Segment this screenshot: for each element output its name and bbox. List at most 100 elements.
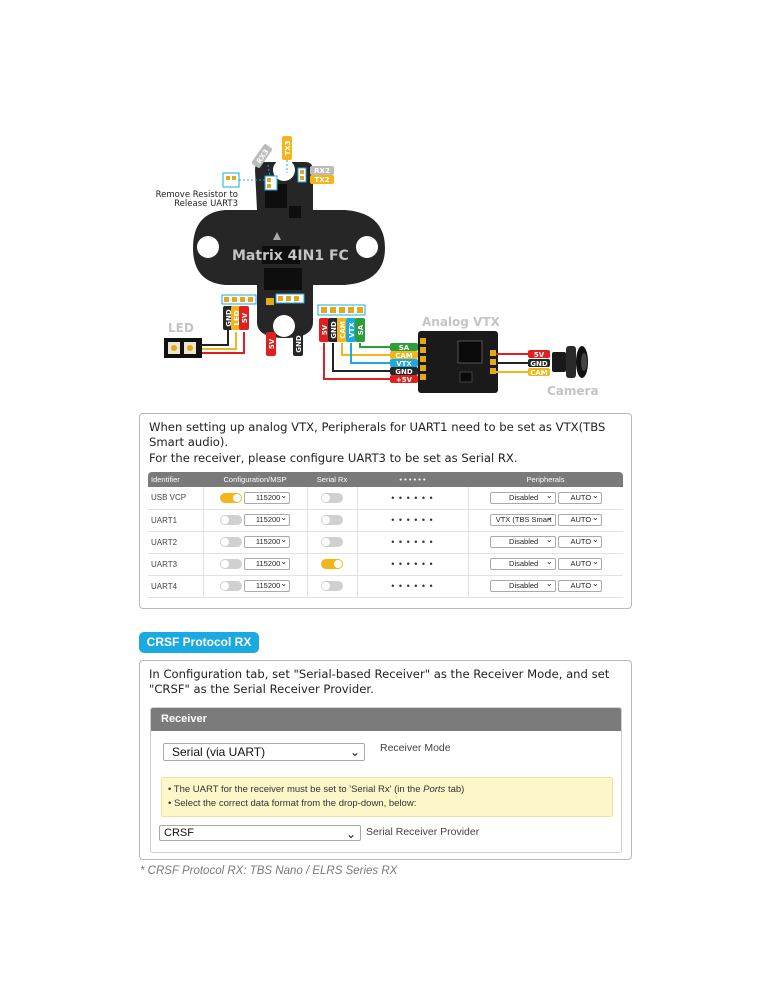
baud-select[interactable]: 115200 <box>244 558 291 570</box>
table-row: USB VCP 115200 • • • • • • Disabled AUTO <box>148 487 623 510</box>
table-row: UART4 115200 • • • • • • Disabled AUTO <box>148 575 623 598</box>
peripheral-select[interactable]: Disabled <box>489 580 556 592</box>
svg-text:SA: SA <box>357 324 365 335</box>
camera-wires: 5V GND CAM <box>496 350 550 377</box>
svg-text:TX2: TX2 <box>314 176 329 184</box>
svg-text:GND: GND <box>530 360 548 368</box>
msp-toggle[interactable] <box>219 559 242 569</box>
dots: • • • • • • <box>357 487 469 510</box>
ports-text-line2: For the receiver, please configure UART3… <box>149 450 518 465</box>
led-pad-5v: 5V <box>239 306 249 330</box>
col-peripherals: Peripherals <box>468 472 623 487</box>
svg-text:5V: 5V <box>268 338 276 349</box>
receiver-instructions-box: In Configuration tab, set "Serial-based … <box>139 660 632 860</box>
peripheral-select[interactable]: Disabled <box>489 536 556 548</box>
ports-text-line1: When setting up analog VTX, Peripherals … <box>149 420 606 450</box>
receiver-panel: Receiver Serial (via UART) ⌄ Receiver Mo… <box>150 707 622 853</box>
auto-select[interactable]: AUTO <box>557 558 602 570</box>
serial-rx-toggle[interactable] <box>321 537 343 547</box>
auto-select[interactable]: AUTO <box>557 536 602 548</box>
camera-title: Camera <box>547 384 599 398</box>
vtx-header-pads <box>317 304 366 316</box>
peripheral-select[interactable]: Disabled <box>489 558 556 570</box>
ports-instructions-box: When setting up analog VTX, Peripherals … <box>139 413 632 609</box>
table-row: UART1 115200 • • • • • • VTX (TBS Smart … <box>148 509 623 532</box>
baud-select[interactable]: 115200 <box>244 514 291 526</box>
rx2-label: RX2 <box>310 166 334 175</box>
serial-rx-toggle[interactable] <box>321 559 343 569</box>
baud-select[interactable]: 115200 <box>244 580 291 592</box>
port-identifier: UART2 <box>148 531 204 554</box>
msp-toggle[interactable] <box>219 581 242 591</box>
resistor-pad <box>222 172 240 188</box>
bottom-pad-gnd: GND <box>293 332 303 356</box>
note-line2: • Select the correct data format from th… <box>168 798 417 809</box>
baud-select[interactable]: 115200 <box>244 536 291 548</box>
led-module <box>164 338 202 358</box>
peripheral-select[interactable]: Disabled <box>489 491 556 504</box>
auto-select[interactable]: AUTO <box>557 491 602 504</box>
auto-select[interactable]: AUTO <box>557 514 602 526</box>
chevron-down-icon: ⌄ <box>349 745 360 759</box>
svg-text:GND: GND <box>395 368 413 376</box>
vtx-pad-5v: 5V <box>319 318 329 342</box>
svg-text:GND: GND <box>330 321 338 339</box>
dots: • • • • • • <box>357 575 469 598</box>
serial-rx-toggle[interactable] <box>321 581 343 591</box>
receiver-text: In Configuration tab, set "Serial-based … <box>149 667 610 697</box>
port-identifier: UART3 <box>148 553 204 576</box>
footnote: * CRSF Protocol RX: TBS Nano / ELRS Seri… <box>140 865 398 877</box>
dots: • • • • • • <box>357 509 469 532</box>
vtx-wires <box>323 343 390 380</box>
peripheral-select[interactable]: VTX (TBS Smart <box>489 514 556 526</box>
flight-controller-board <box>193 159 385 338</box>
msp-toggle[interactable] <box>219 515 242 525</box>
receiver-panel-title: Receiver <box>151 708 621 731</box>
col-identifier: Identifier <box>148 472 203 487</box>
baud-select[interactable]: 115200 <box>244 491 291 504</box>
led-title: LED <box>168 321 194 335</box>
svg-text:SA: SA <box>399 344 410 352</box>
resistor-note-line2: Release UART3 <box>174 199 238 209</box>
camera-icon <box>552 346 588 378</box>
led-pad-led: LED <box>231 306 241 330</box>
svg-text:CAM: CAM <box>339 321 347 339</box>
table-row: UART2 115200 • • • • • • Disabled AUTO <box>148 531 623 554</box>
receiver-note: • The UART for the receiver must be set … <box>161 777 613 817</box>
port-identifier: USB VCP <box>148 487 204 510</box>
bottom-pad-5v: 5V <box>266 332 276 356</box>
serial-rx-toggle[interactable] <box>321 492 343 503</box>
svg-text:LED: LED <box>233 310 241 325</box>
col-hidden: • • • • • • <box>357 472 468 487</box>
msp-toggle[interactable] <box>219 492 242 503</box>
vtx-title: Analog VTX <box>422 315 501 329</box>
vtx-pad-cam: CAM <box>337 318 347 342</box>
tx3-label: TX3 <box>282 136 292 160</box>
receiver-mode-select[interactable]: Serial (via UART) ⌄ <box>163 743 365 761</box>
receiver-mode-value: Serial (via UART) <box>172 745 266 759</box>
section-badge: CRSF Protocol RX <box>139 632 259 653</box>
serial-provider-select[interactable]: CRSF ⌄ <box>159 825 361 841</box>
svg-text:VTX: VTX <box>348 322 356 338</box>
dots: • • • • • • <box>357 531 469 554</box>
svg-text:5V: 5V <box>321 324 329 335</box>
chevron-down-icon: ⌄ <box>345 827 356 841</box>
svg-text:+5V: +5V <box>396 376 413 384</box>
serial-provider-label: Serial Receiver Provider <box>366 826 480 838</box>
svg-text:GND: GND <box>225 309 233 327</box>
serial-rx-toggle[interactable] <box>321 515 343 525</box>
svg-text:CAM: CAM <box>530 369 548 377</box>
msp-toggle[interactable] <box>219 537 242 547</box>
svg-text:VTX: VTX <box>396 360 412 368</box>
led-pads <box>221 294 257 305</box>
vtx-module <box>418 331 498 393</box>
svg-text:GND: GND <box>295 335 303 353</box>
board-name: Matrix 4IN1 FC <box>232 248 349 264</box>
auto-select[interactable]: AUTO <box>557 580 602 592</box>
svg-text:CAM: CAM <box>395 352 413 360</box>
svg-text:RX2: RX2 <box>314 167 330 175</box>
table-row: UART3 115200 • • • • • • Disabled AUTO <box>148 553 623 576</box>
note-line1: • The UART for the receiver must be set … <box>168 784 465 795</box>
port-identifier: UART1 <box>148 509 204 532</box>
vtx-wire-labels: SA CAM VTX GND +5V <box>390 343 418 384</box>
